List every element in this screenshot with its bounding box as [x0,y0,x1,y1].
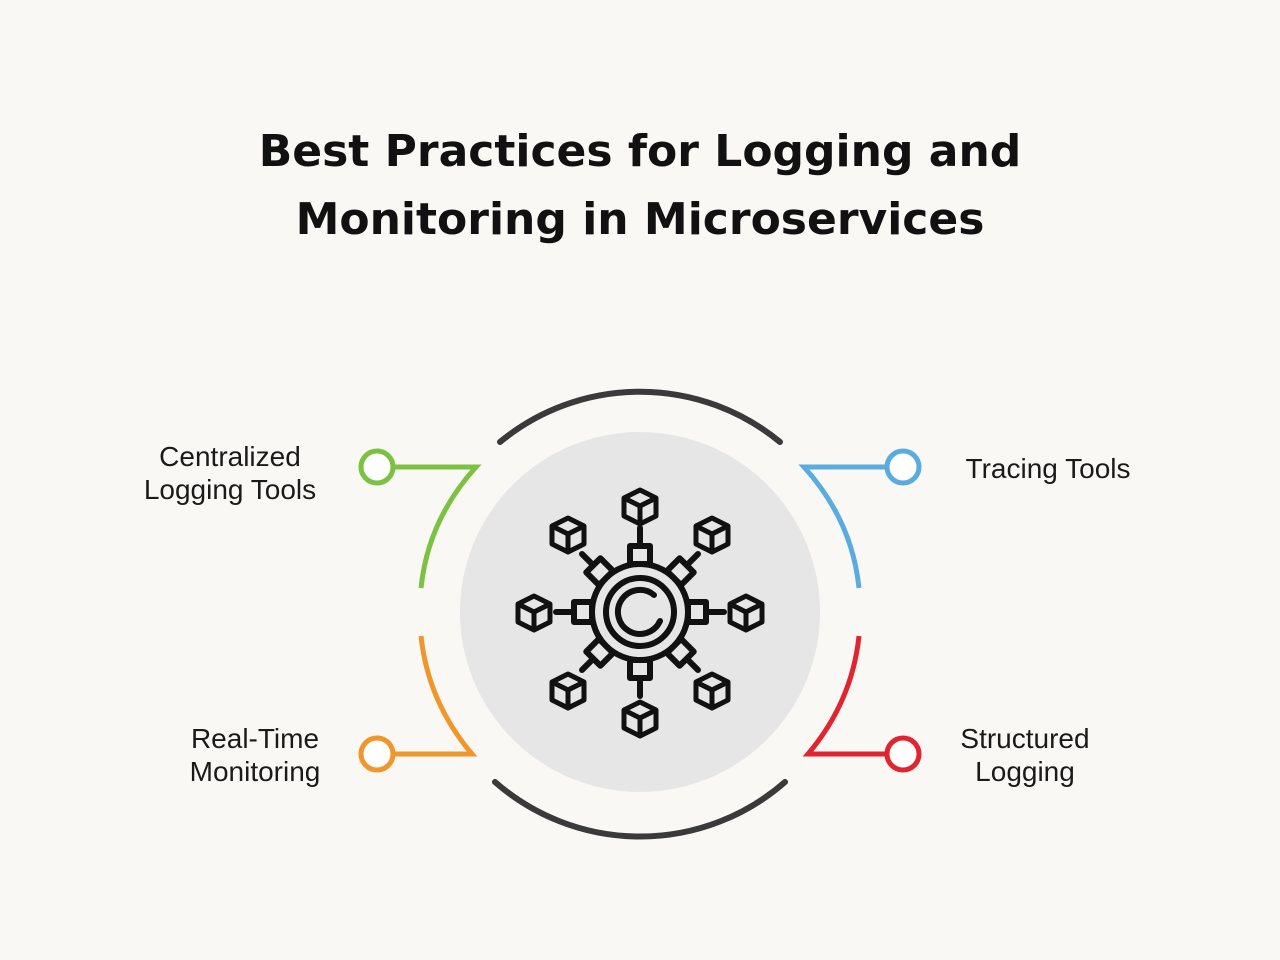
label-line: Centralized [159,441,301,472]
label-line: Logging Tools [143,474,317,505]
cube-icon [727,593,765,633]
cube-icon [621,487,659,527]
connector-bottom-left [358,635,478,773]
label-line: Real-Time [190,723,320,754]
node-top-left [358,448,396,486]
cube-icon [621,699,659,739]
connector-top-left [358,448,482,589]
cube-nodes [515,487,765,739]
title-line-1: Best Practices for Logging and [258,126,1022,177]
top-dark-arc [497,388,783,445]
cube-icon [693,671,731,711]
cube-icon [515,593,553,633]
node-bottom-left [358,735,396,773]
label-line: Monitoring [189,756,321,787]
title-line-2: Monitoring in Microservices [295,194,985,245]
label-real-time-monitoring: Real-Time Monitoring [135,722,375,788]
node-bottom-right [884,735,922,773]
cube-icon [693,515,731,555]
label-tracing-tools: Tracing Tools [928,452,1168,485]
page-title: Best Practices for Logging and Monitorin… [140,118,1140,254]
cube-icon [549,671,587,711]
connector-top-right [798,448,922,589]
label-structured-logging: Structured Logging [905,722,1145,788]
label-line: Tracing Tools [965,453,1131,484]
center-circle [460,432,820,792]
cube-icon [549,515,587,555]
label-centralized-logging-tools: Centralized Logging Tools [110,440,350,506]
network-spokes [553,525,727,699]
gear-network-icon [515,487,765,739]
label-line: Structured [960,723,1090,754]
node-top-right [884,448,922,486]
connector-bottom-right [802,635,922,773]
bottom-dark-arc [492,779,788,840]
label-line: Logging [975,756,1075,787]
